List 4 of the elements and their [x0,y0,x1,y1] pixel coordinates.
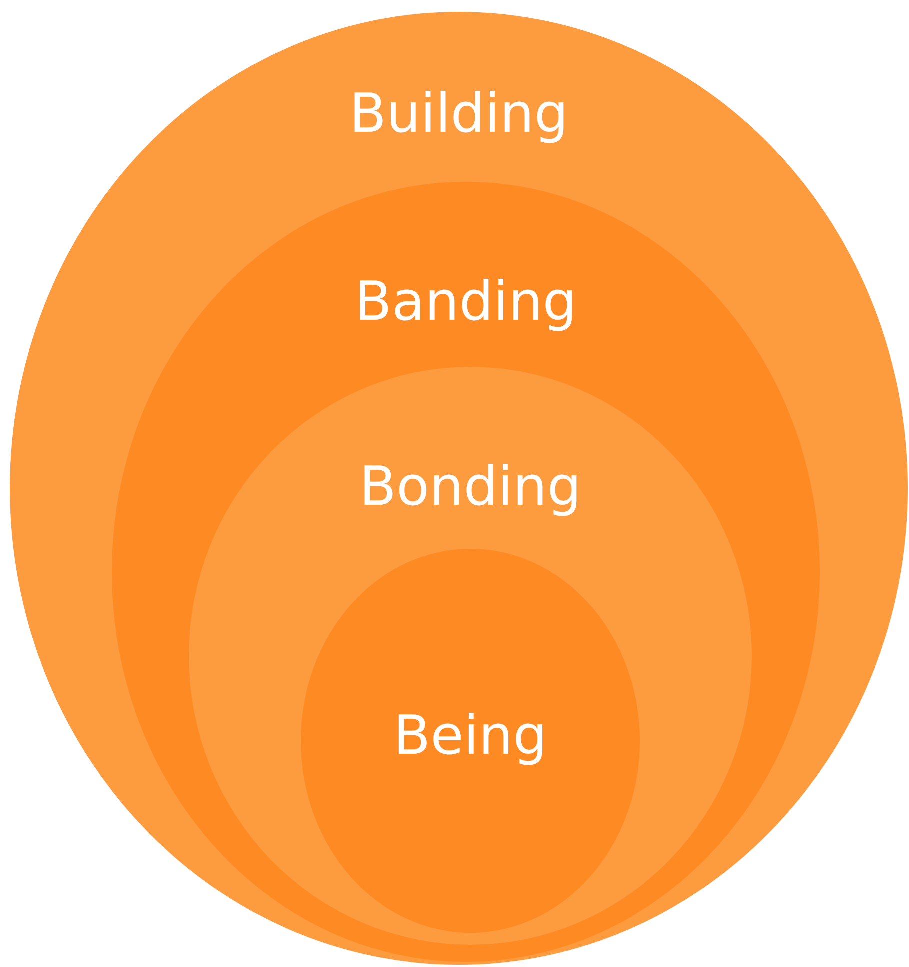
layer-label: Bonding [359,460,582,514]
layer-label: Banding [354,275,578,329]
layer-label: Building [349,87,569,141]
layer-label: Being [394,709,548,763]
